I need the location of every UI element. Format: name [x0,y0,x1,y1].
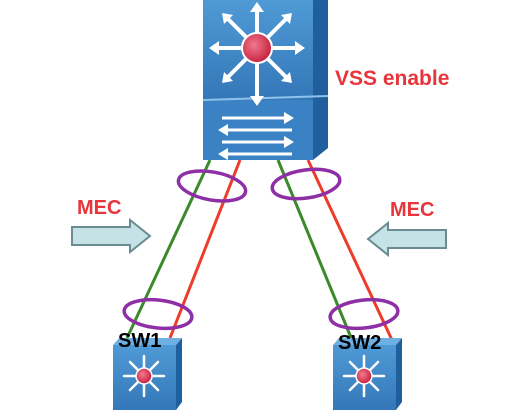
switching-arrows-icon [218,112,294,160]
access-switch-icon [333,338,402,410]
mec-left-arrow-icon [71,217,152,255]
link-sw1-red [168,159,242,339]
link-sw2-red [306,159,394,341]
sw2-top [333,338,402,345]
mec-right-arrow-icon [366,220,447,258]
switch-2-label: SW2 [338,332,382,354]
sw2-center [355,367,373,385]
sw1-top [113,338,182,345]
vss-enable-label: VSS enable [335,67,450,90]
ether-channel-links [125,159,394,341]
arrow-icon [71,217,447,258]
mec-right-label: MEC [390,199,435,221]
ring-core-left [176,169,248,203]
core-switch-divider [202,95,329,101]
bundle-ring-icon [122,167,400,331]
sw1-center [135,367,153,385]
ring-sw2 [328,297,400,331]
sw1-side [176,338,182,410]
access-switch-icon [113,338,182,410]
core-switch-side [313,0,328,160]
ring-core-right [270,167,342,201]
link-sw1-green [125,159,212,339]
link-sw2-green [276,159,354,341]
mec-left-label: MEC [77,197,122,219]
ring-sw1 [122,297,194,331]
core-router-center [241,32,273,64]
switch-1-label: SW1 [118,330,162,352]
layer3-switch-vss-icon [202,0,329,160]
sw2-side [396,338,402,410]
